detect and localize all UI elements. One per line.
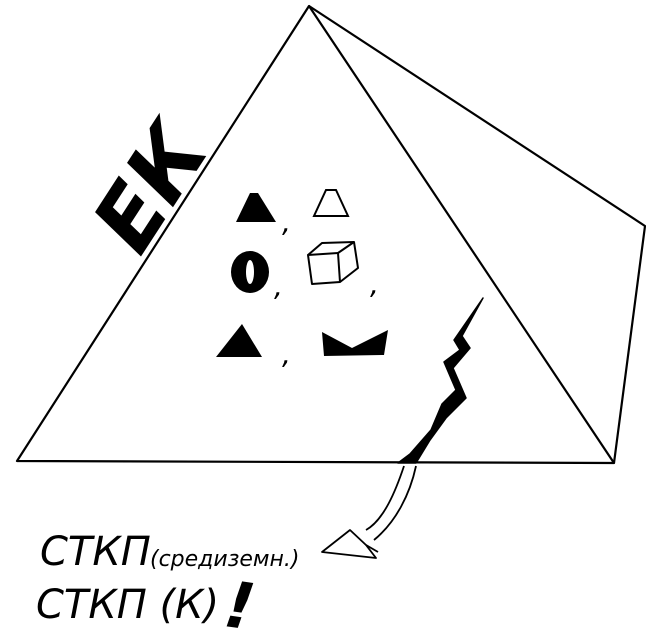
notes: СТКП (средиземн.) СТКП (К) ! (36, 529, 299, 638)
shape-row-2: , , (231, 242, 379, 303)
separator-comma: , (282, 206, 291, 239)
half-filled-circle-icon (231, 251, 269, 293)
note-line1-main: СТКП (40, 529, 151, 575)
arrow-icon (322, 466, 416, 558)
shape-row-3: , (216, 324, 388, 371)
filled-triangle-icon (216, 324, 262, 357)
filled-trapezoid-icon (236, 193, 276, 222)
separator-comma: , (370, 268, 379, 301)
separator-comma: , (282, 338, 291, 371)
outline-cube-icon (308, 242, 358, 284)
exclamation-mark: ! (220, 568, 259, 638)
filled-m-shape-icon (322, 330, 388, 356)
note-line1-sub: (средиземн.) (150, 547, 299, 572)
shape-row-1: , (236, 190, 348, 239)
crack-icon (398, 298, 483, 463)
pyramid-right-face (309, 6, 645, 463)
outline-trapezoid-icon (314, 190, 348, 216)
separator-comma: , (274, 270, 283, 303)
note-line2: СТКП (К) (36, 582, 219, 628)
edge-label: ЕК (74, 104, 230, 270)
